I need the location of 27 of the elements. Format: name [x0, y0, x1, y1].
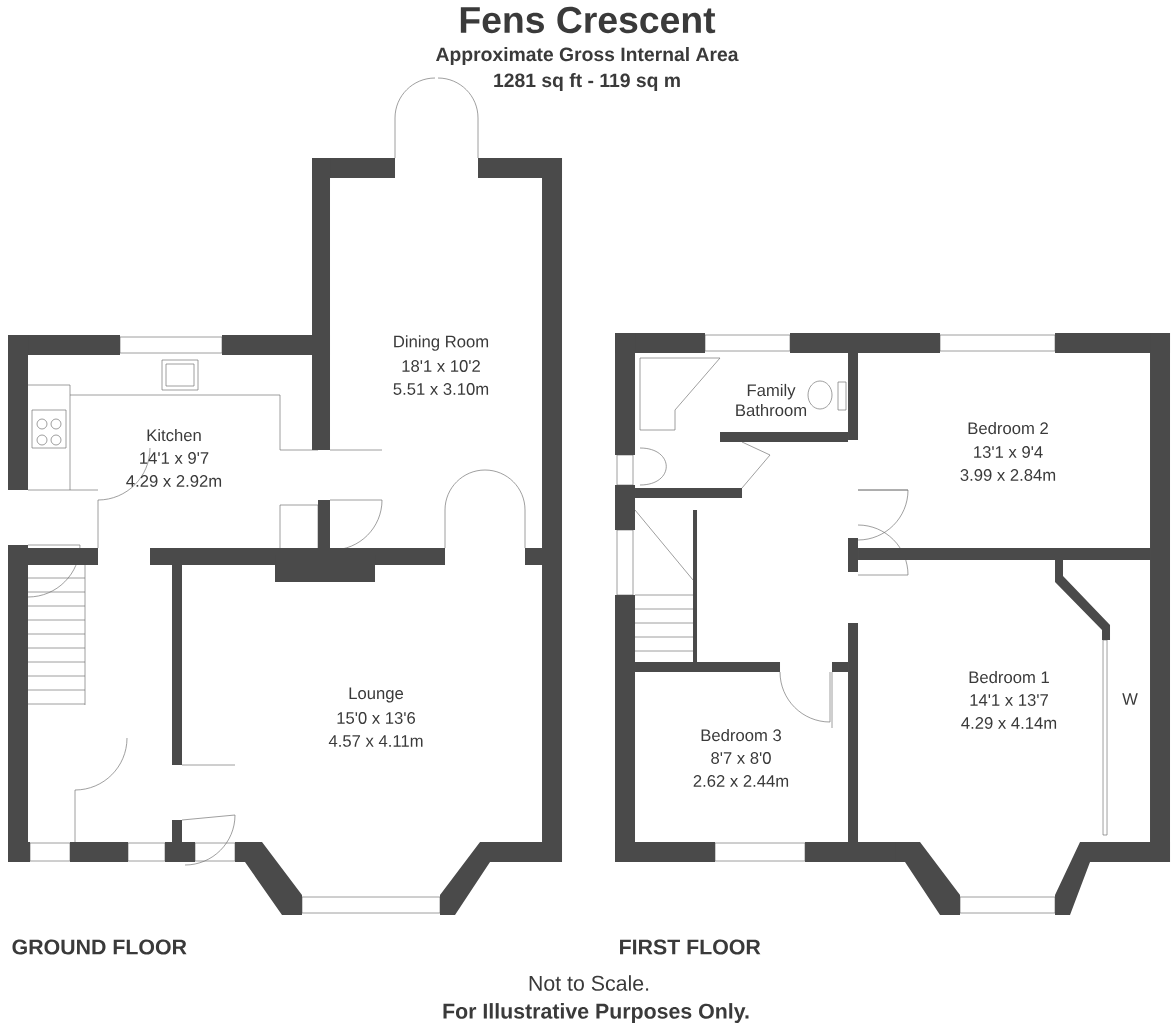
room-dimensions: 4.29 x 2.92m [126, 475, 222, 487]
room-dimensions: 8'7 x 8'0 [711, 752, 771, 764]
room-dimensions: 14'1 x 13'7 [970, 694, 1048, 706]
room-name: Bedroom 3 [701, 728, 781, 742]
room-name: Family Bathroom [736, 383, 807, 417]
room-name: Dining Room [394, 335, 489, 351]
room-dimensions: 4.29 x 4.14m [961, 717, 1057, 729]
room-name: Kitchen [147, 428, 201, 442]
room-dimensions: 5.51 x 3.10m [393, 383, 489, 395]
floor-label: GROUND FLOOR [12, 939, 187, 955]
room-dimensions: 13'1 x 9'4 [974, 446, 1043, 458]
subtitle: 1281 sq ft - 119 sq m [494, 73, 680, 91]
title: Fens Crescent [460, 6, 716, 34]
subtitle: Approximate Gross Internal Area [436, 47, 739, 65]
footer-note: Not to Scale. [529, 975, 649, 991]
room-name: Bedroom 2 [968, 421, 1048, 435]
room-dimensions: 2.62 x 2.44m [693, 775, 789, 787]
room-dimensions: 14'1 x 9'7 [140, 452, 209, 464]
room-name: Bedroom 1 [969, 670, 1049, 684]
floor-label: FIRST FLOOR [620, 939, 761, 955]
room-dimensions: 15'0 x 13'6 [337, 712, 416, 724]
room-name: Lounge [349, 687, 404, 703]
room-dimensions: 4.57 x 4.11m [328, 735, 423, 747]
footer-note: For Illustrative Purposes Only. [443, 1003, 749, 1023]
room-dimensions: 18'1 x 10'2 [402, 360, 480, 372]
wardrobe-label: W [1122, 693, 1138, 705]
room-dimensions: 3.99 x 2.84m [960, 469, 1056, 481]
